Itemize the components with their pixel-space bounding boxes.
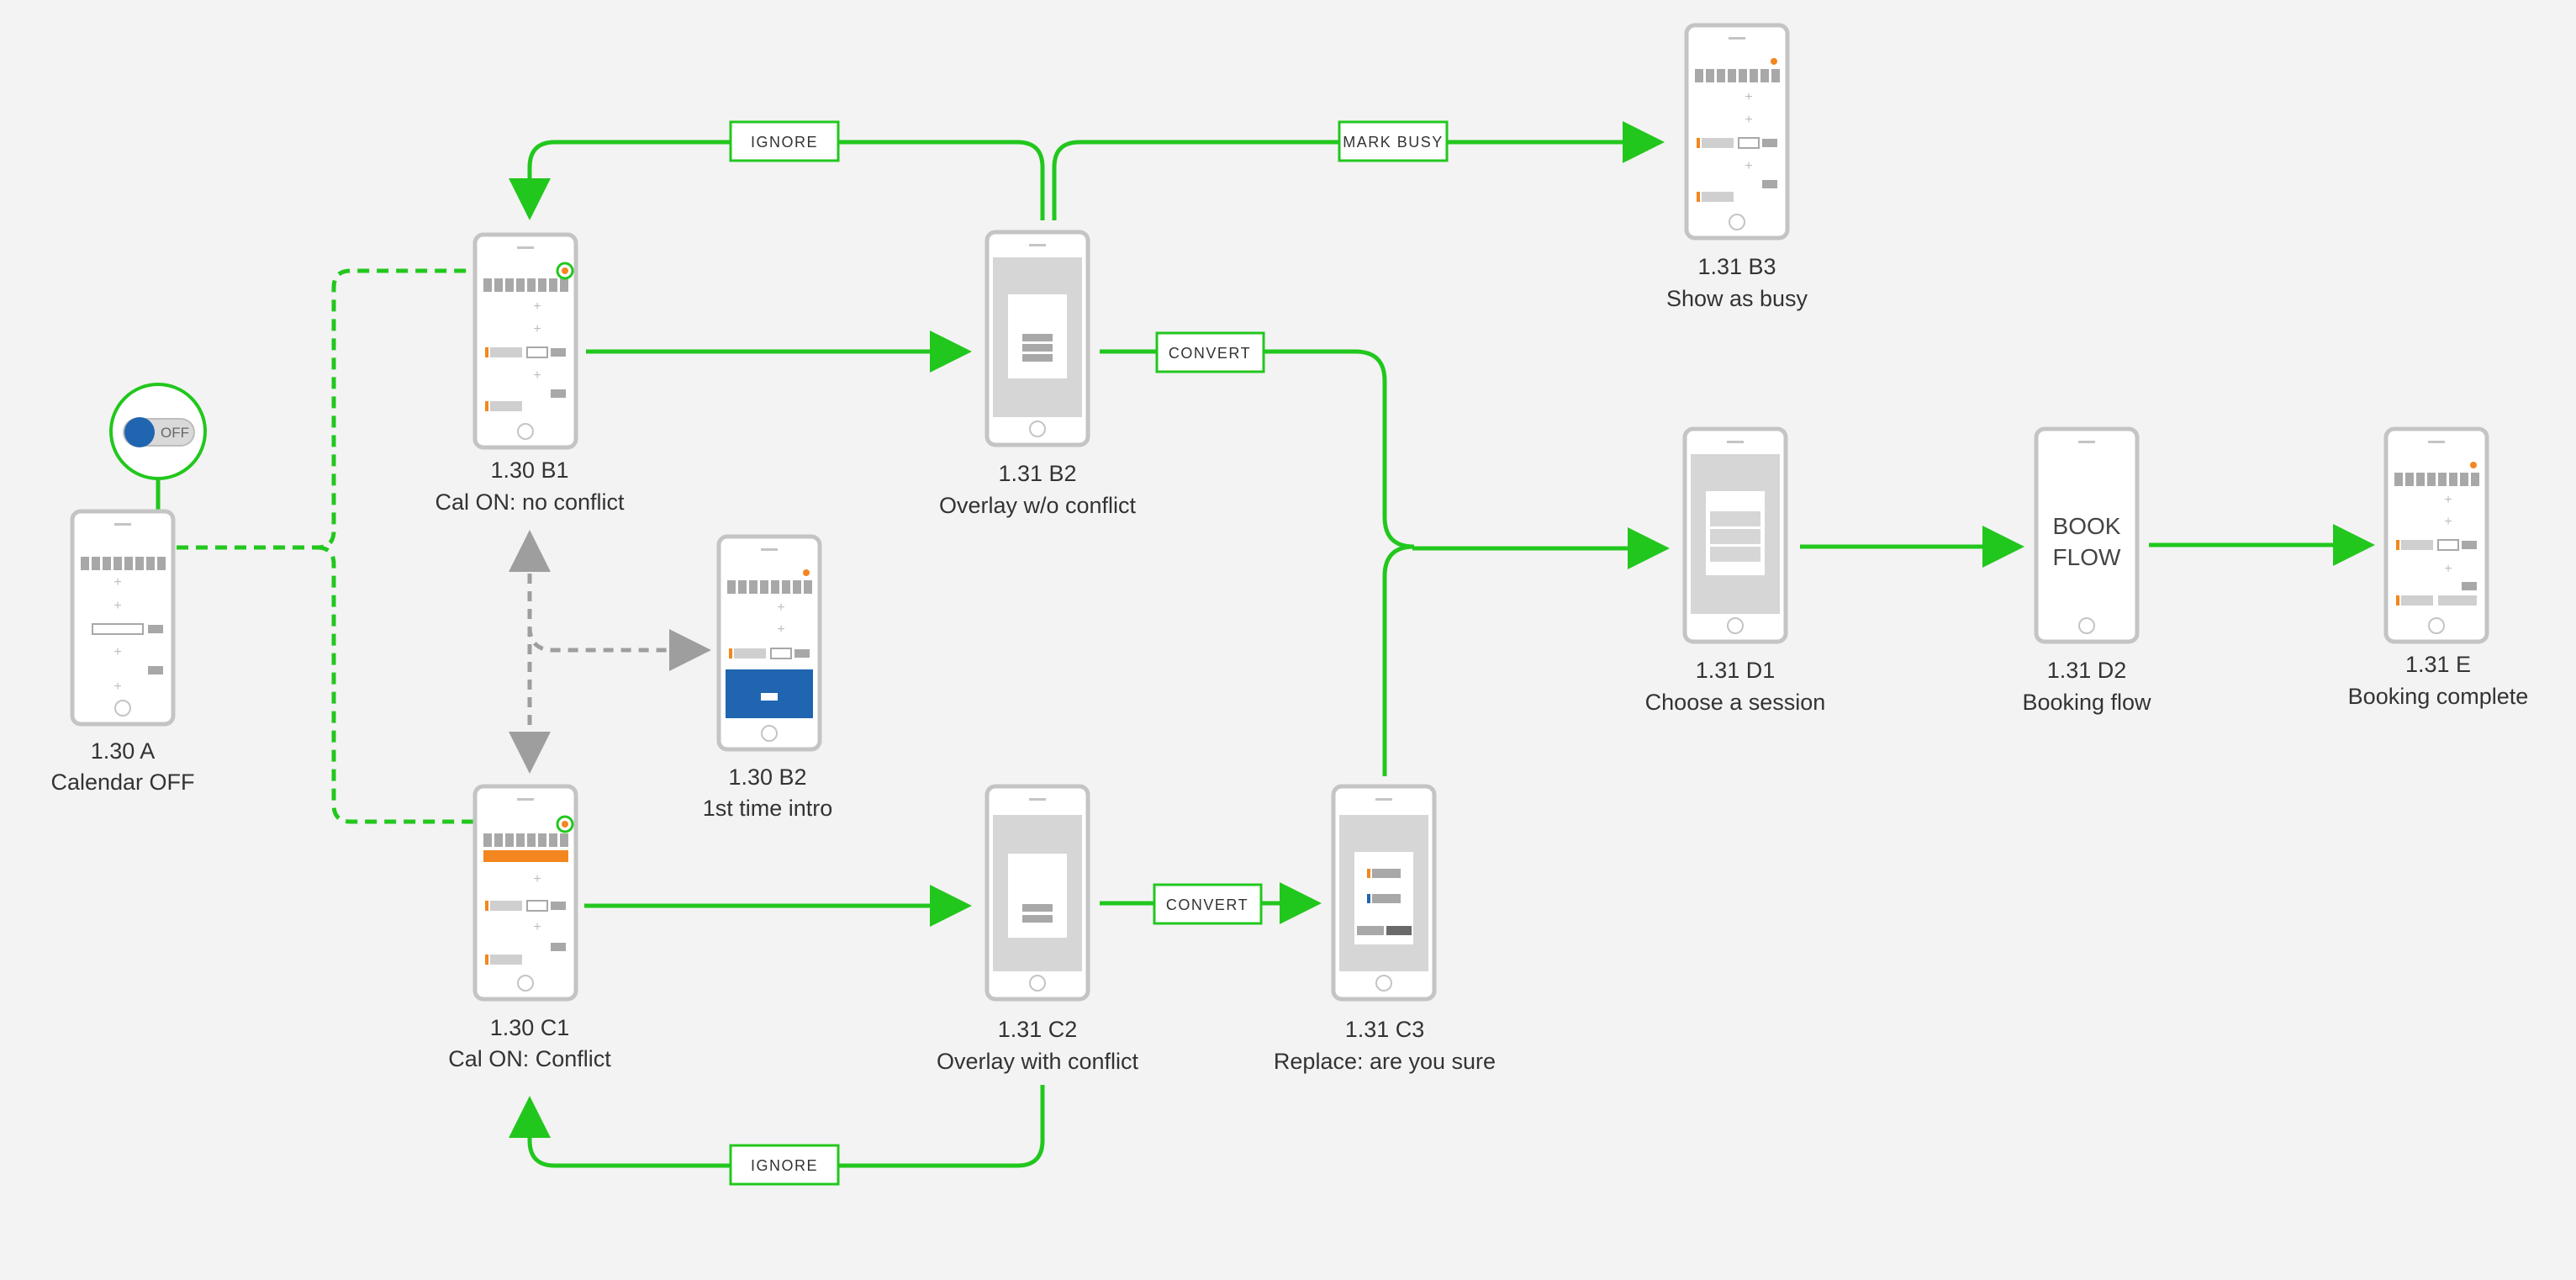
screen-1-30-c1[interactable]: + +	[472, 784, 578, 1002]
intro-connector-horizontal	[527, 626, 711, 671]
caption-title-d1: Choose a session	[1645, 690, 1826, 715]
caption-id-b1: 1.30 B1	[490, 458, 568, 483]
calendar-grid-row	[81, 557, 166, 570]
caption-title-a: Calendar OFF	[50, 770, 194, 795]
action-convert-top[interactable]: CONVERT	[1155, 331, 1265, 373]
svg-text:+: +	[777, 600, 784, 615]
svg-text:+: +	[2444, 562, 2452, 576]
caption-id-c3: 1.31 C3	[1345, 1017, 1425, 1042]
calendar-grid-row	[483, 833, 568, 847]
caption-id-b3: 1.31 B3	[1697, 254, 1776, 279]
action-ignore-bottom-label: IGNORE	[751, 1157, 818, 1174]
caption-title-b2: Overlay w/o conflict	[939, 493, 1137, 518]
screen-1-30-b2-intro[interactable]: + +	[716, 534, 822, 752]
c3-to-d1-connector	[1382, 544, 1415, 776]
dashed-connector-a-to-b1	[157, 268, 565, 550]
calendar-grid-row	[727, 580, 812, 594]
action-mark-busy-label: MARK BUSY	[1343, 134, 1444, 151]
calendar-grid-row	[1695, 69, 1780, 82]
svg-text:+: +	[113, 645, 121, 659]
toggle-knob	[124, 417, 155, 447]
action-ignore-bottom[interactable]: IGNORE	[729, 1144, 840, 1186]
caption-id-b2: 1.31 B2	[998, 461, 1076, 486]
caption-id-c1: 1.30 C1	[490, 1015, 570, 1040]
screen-1-31-e[interactable]: + + +	[2383, 426, 2489, 644]
screen-1-31-b2[interactable]	[984, 230, 1090, 447]
caption-id-d1: 1.31 D1	[1696, 658, 1776, 683]
svg-text:+: +	[113, 599, 121, 613]
book-flow-text-line1: BOOK	[2053, 513, 2121, 539]
svg-text:+: +	[1745, 90, 1752, 104]
calendar-grid-row	[483, 278, 568, 292]
conflict-banner	[483, 850, 568, 862]
screen-1-31-b3[interactable]: + + +	[1684, 23, 1790, 241]
action-ignore-top-label: IGNORE	[751, 134, 818, 151]
caption-title-c1: Cal ON: Conflict	[448, 1046, 611, 1071]
caption-id-c2: 1.31 C2	[998, 1017, 1078, 1042]
action-convert-top-label: CONVERT	[1169, 345, 1251, 362]
screen-1-31-d1[interactable]	[1682, 426, 1788, 644]
caption-title-c2: Overlay with conflict	[937, 1049, 1139, 1074]
b2-convert-connector	[1100, 349, 1415, 549]
book-flow-text-line2: FLOW	[2053, 544, 2121, 570]
screen-1-30-b1[interactable]: + + +	[472, 232, 578, 450]
svg-text:+: +	[533, 872, 541, 886]
calendar-toggle-callout[interactable]: OFF	[109, 383, 207, 480]
svg-text:+: +	[1745, 159, 1752, 173]
caption-id-d2: 1.31 D2	[2047, 658, 2127, 683]
svg-text:+: +	[113, 575, 121, 590]
action-convert-bottom[interactable]: CONVERT	[1153, 883, 1263, 925]
action-convert-bottom-label: CONVERT	[1166, 897, 1248, 913]
screen-1-31-c3[interactable]	[1331, 784, 1437, 1002]
svg-text:+: +	[533, 322, 541, 336]
svg-text:+: +	[777, 622, 784, 637]
captions: 1.30 A Calendar OFF 1.30 B1 Cal ON: no c…	[50, 254, 2528, 1074]
caption-title-b3: Show as busy	[1666, 286, 1808, 311]
svg-text:+: +	[533, 920, 541, 934]
caption-title-d2: Booking flow	[2022, 690, 2151, 715]
caption-id-b2-intro: 1.30 B2	[728, 764, 806, 790]
caption-title-b1: Cal ON: no conflict	[435, 489, 625, 515]
caption-title-b2-intro: 1st time intro	[703, 796, 833, 821]
svg-text:+: +	[533, 368, 541, 383]
caption-id-a: 1.30 A	[91, 738, 156, 764]
calendar-grid-row	[2394, 473, 2479, 486]
svg-text:+: +	[1745, 113, 1752, 127]
caption-title-e: Booking complete	[2348, 684, 2529, 709]
phone-screens: + + + + + + +	[70, 23, 2489, 1002]
mark-busy-connector	[1052, 121, 1665, 220]
dashed-connector-a-to-c1	[316, 545, 565, 824]
caption-title-c3: Replace: are you sure	[1274, 1049, 1496, 1074]
screen-1-31-c2[interactable]	[984, 784, 1090, 1002]
svg-text:+: +	[533, 299, 541, 314]
screen-1-30-a[interactable]: + + + +	[70, 509, 176, 727]
svg-text:+: +	[113, 680, 121, 694]
action-mark-busy[interactable]: MARK BUSY	[1338, 120, 1449, 162]
svg-text:+: +	[2444, 515, 2452, 529]
svg-text:+: +	[2444, 493, 2452, 507]
toggle-state-label: OFF	[161, 425, 189, 441]
action-ignore-top[interactable]: IGNORE	[729, 120, 840, 162]
caption-id-e: 1.31 E	[2405, 652, 2471, 677]
screen-1-31-d2[interactable]: BOOK FLOW	[2034, 426, 2140, 644]
